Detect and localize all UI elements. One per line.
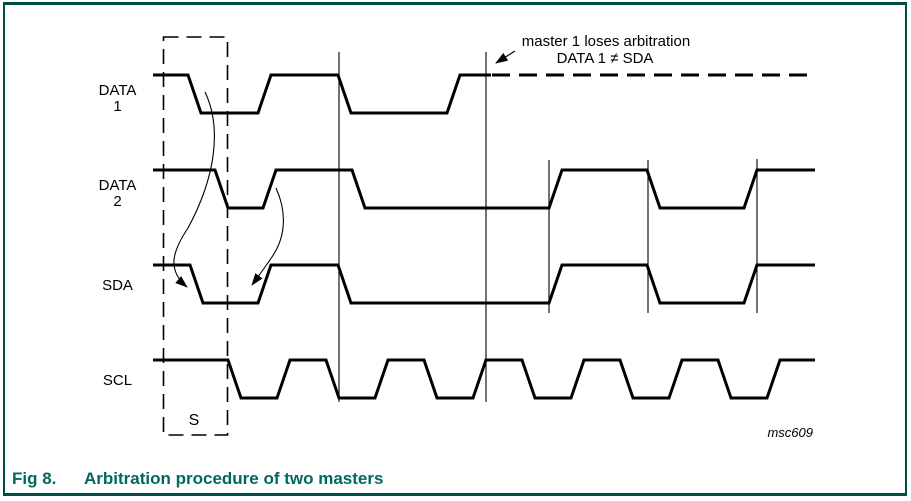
signal-label-scl: SCL (103, 372, 132, 389)
figure-caption-title: Arbitration procedure of two masters (84, 469, 383, 488)
arrow-data1-to-sda (173, 91, 215, 288)
arrow-arbitration-point (495, 50, 516, 64)
diagram-ref-code: msc609 (767, 425, 813, 440)
signal-label-data-2: 2 (113, 193, 121, 210)
signal-label-sda: SDA (102, 277, 133, 294)
annotation-line1: master 1 loses arbitration (522, 33, 690, 50)
signal-label-data-2: DATA (99, 177, 137, 194)
waveform-data-2 (153, 168, 815, 210)
waveform-data-1 (153, 73, 491, 115)
start-condition-label: S (189, 412, 200, 429)
start-condition-box (162, 36, 229, 436)
waveform-sda (153, 263, 815, 305)
signal-label-data-1: DATA (99, 82, 137, 99)
arrow-data2-to-sda (251, 187, 284, 286)
waveform-scl (153, 358, 815, 400)
figure-caption-label: Fig 8. (12, 469, 56, 488)
annotation-line2: DATA 1 ≠ SDA (557, 50, 654, 67)
signal-label-data-1: 1 (113, 98, 121, 115)
figure-border (3, 2, 907, 496)
